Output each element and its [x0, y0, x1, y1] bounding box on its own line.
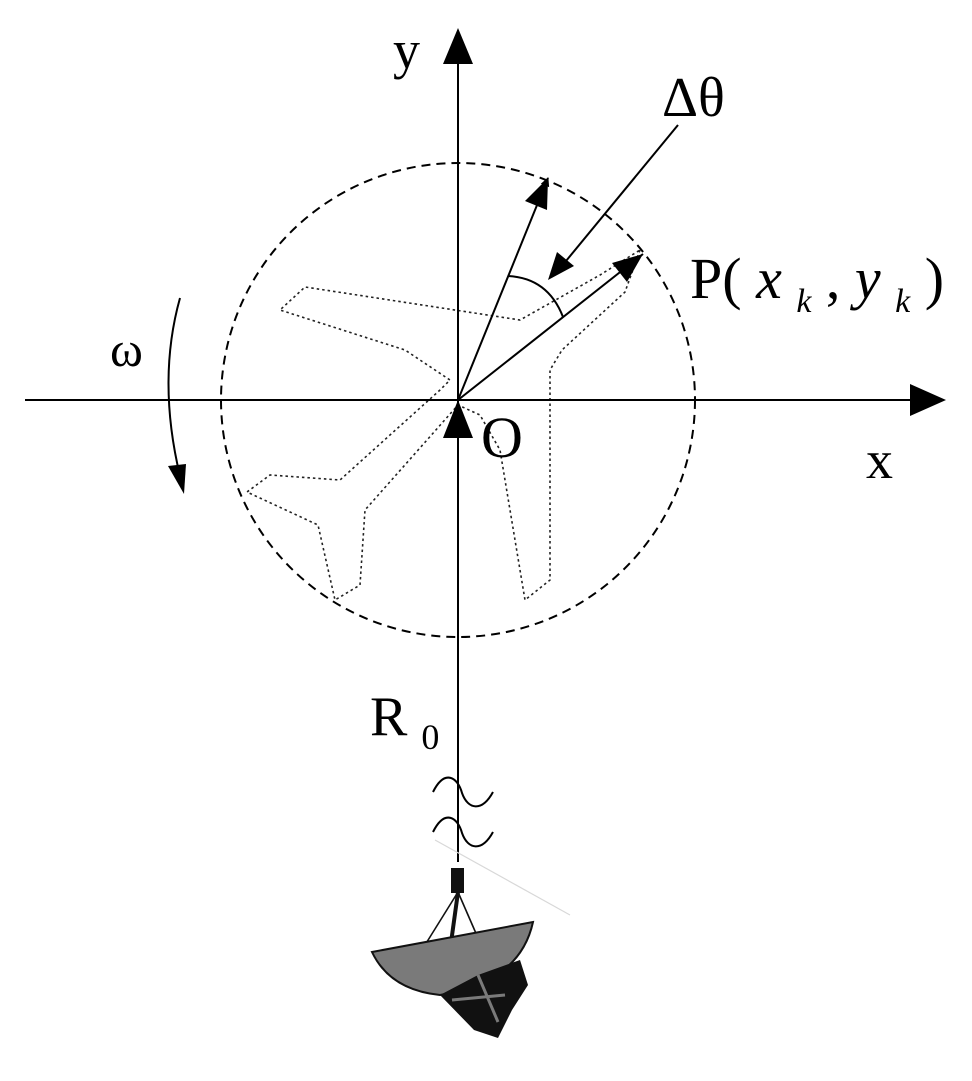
omega-label: ω [110, 321, 143, 377]
point-prefix: P( [690, 246, 742, 311]
range-main: R [370, 686, 408, 748]
origin-label: O [481, 405, 523, 470]
range-sub: 0 [421, 717, 439, 757]
origin-arrowhead [443, 400, 473, 438]
range-label: R 0 [370, 686, 439, 757]
rotated-axis-vector [457, 177, 550, 401]
dish-shadow-line [434, 839, 571, 916]
delta-theta-arc [507, 275, 564, 318]
point-y-var: y [850, 246, 881, 311]
point-label: P( x k , y k ) [690, 246, 944, 325]
x-axis-label: x [866, 430, 893, 490]
delta-theta-pointer-arrowhead [548, 252, 574, 280]
point-comma: , [826, 246, 841, 311]
y-axis-arrowhead [443, 28, 473, 64]
point-suffix: ) [925, 246, 944, 311]
delta-theta-pointer [565, 124, 679, 262]
position-vector-arrowhead [612, 254, 643, 282]
wavy-break-icon [432, 776, 494, 848]
radar-dish-icon [370, 868, 535, 1038]
rotation-arrowhead [168, 464, 186, 494]
rotated-axis-arrowhead [525, 178, 548, 210]
position-vector [457, 253, 644, 401]
y-axis-label: y [393, 20, 420, 80]
point-x-var: x [755, 246, 782, 311]
rotation-arrow [167, 297, 181, 477]
delta-theta-label: Δθ [662, 67, 725, 129]
point-y-sub: k [895, 283, 911, 320]
x-axis-arrowhead [910, 384, 946, 416]
point-x-sub: k [796, 283, 812, 320]
